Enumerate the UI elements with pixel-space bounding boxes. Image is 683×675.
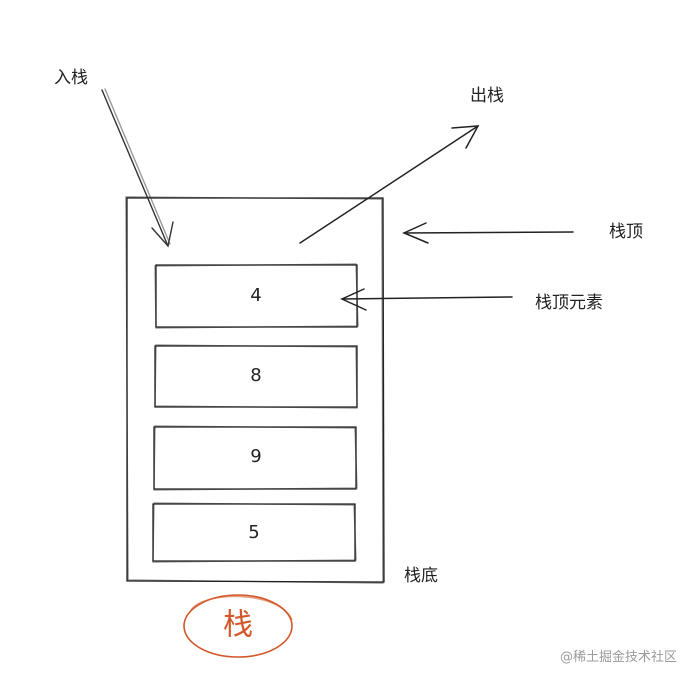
pop-label: 出栈 [470,86,504,106]
stack-container [125,196,385,584]
top-element-arrow [340,288,513,311]
top-arrow [402,222,574,244]
stack-element-4 [152,502,357,563]
push-label: 入栈 [54,68,88,88]
push-arrow [101,88,174,248]
stack-element-3-value: 9 [250,446,261,467]
bottom-label: 栈底 [404,566,438,586]
stack-element-4-value: 5 [248,522,259,543]
pop-arrow [299,125,480,244]
caption-text: 栈 [223,608,253,643]
stack-element-1-value: 4 [250,285,261,306]
stack-element-2-value: 8 [250,365,261,386]
stack-element-1 [154,263,359,329]
top-label: 栈顶 [609,222,643,242]
top-element-label: 栈顶元素 [535,293,603,313]
stack-element-3 [153,425,358,491]
watermark-text: @稀土掘金技术社区 [559,650,677,665]
stack-element-2 [154,344,358,409]
caption-ellipse [183,594,293,658]
